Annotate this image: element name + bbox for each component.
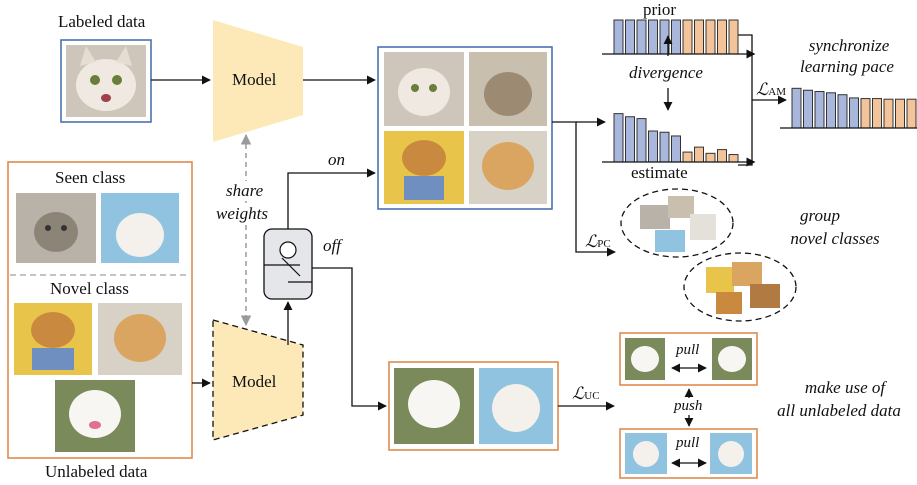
synchronized-bar (860, 98, 871, 129)
model-bottom-label: Model (232, 372, 277, 391)
connectors (151, 34, 787, 411)
estimate-bar (728, 154, 739, 163)
grid-cat-2-photo (469, 52, 547, 126)
prior-bar (625, 19, 635, 55)
unlabeled-data-label: Unlabeled data (45, 462, 148, 481)
labeled-data-box (60, 39, 152, 123)
synchronized-bar (849, 97, 859, 129)
estimate-bar (717, 149, 727, 163)
prior-bar (694, 19, 704, 55)
novel-dog-2-photo (98, 303, 182, 375)
synchronized-bar (803, 89, 813, 129)
grid-dog-1-photo (384, 131, 464, 204)
group-label: group (800, 206, 840, 225)
estimate-bar (659, 131, 670, 163)
seen-class-label: Seen class (55, 168, 126, 187)
loss-uc-label: ℒUC (572, 384, 600, 403)
prior-bar (648, 19, 658, 55)
estimate-bar (705, 152, 716, 163)
estimate-bar (671, 135, 681, 163)
push-label: push (674, 398, 703, 415)
cluster-cats (620, 188, 734, 258)
synchronized-bar (791, 87, 802, 129)
estimate-bar (648, 130, 658, 163)
make-use-of-label: make use of (804, 378, 886, 397)
prior-bar (717, 19, 727, 55)
model-bottom-icon (212, 319, 304, 441)
synchronized-bar (895, 98, 905, 129)
off-label: off (323, 236, 341, 255)
novel-classes-label: novel classes (790, 229, 880, 248)
cat-photo-icon (66, 45, 146, 117)
on-label: on (328, 150, 345, 169)
pull-top-label: pull (676, 342, 700, 358)
cluster-dogs (683, 252, 797, 322)
seen-cat-2-photo (101, 193, 179, 263)
unlabeled-data-box (7, 161, 193, 459)
prior-bar (613, 19, 624, 55)
prior-bar (682, 19, 693, 55)
novel-class-label: Novel class (50, 279, 129, 298)
synchronized-bar (872, 98, 882, 129)
switch-icon (263, 228, 313, 300)
prior-bar (636, 19, 647, 55)
labeled-data-label: Labeled data (58, 12, 146, 31)
synchronized-bar (906, 98, 917, 129)
grid-dog-2-photo (469, 131, 547, 204)
all-unlabeled-data-label: all unlabeled data (777, 401, 901, 420)
prior-bar (728, 19, 739, 55)
pull-pair-top-box (619, 332, 758, 386)
novel-dog-3-photo (55, 380, 135, 452)
prior-bar-chart (602, 19, 756, 59)
unlabeled-pair-box (388, 361, 559, 451)
estimate-bar (694, 146, 704, 163)
synchronized-bar (837, 94, 848, 129)
pull-bottom-label: pull (676, 435, 700, 451)
synchronized-bar (826, 92, 836, 129)
prior-bar (705, 19, 716, 55)
grid-cat-1-photo (384, 52, 464, 126)
model-top-label: Model (232, 70, 277, 89)
synchronized-bar (814, 91, 825, 129)
prior-label: prior (643, 0, 677, 19)
learning-pace-label: learning pace (800, 57, 894, 76)
loss-pc-label: ℒPC (585, 232, 611, 251)
estimate-bar (636, 118, 647, 163)
prior-bar (671, 19, 681, 55)
divergence-label: divergence (629, 63, 703, 82)
estimate-bar-chart (602, 113, 756, 167)
estimate-bar (625, 116, 635, 163)
loss-am-label: ℒAM (756, 80, 786, 99)
model-top-icon (213, 20, 303, 142)
pair-dog-photo (394, 368, 474, 444)
estimate-bar (613, 113, 624, 163)
weights-label: weights (216, 204, 268, 224)
pull-pair-bottom-box (619, 428, 758, 479)
pair-cat-photo (479, 368, 553, 444)
novel-dog-1-photo (14, 303, 92, 375)
prediction-grid-box (377, 46, 553, 210)
share-label: share (226, 181, 264, 201)
synchronized-bar (883, 98, 894, 129)
estimate-label: estimate (631, 163, 688, 182)
seen-cat-1-photo (16, 193, 96, 263)
synchronize-label: synchronize (808, 36, 890, 55)
synchronized-bar-chart (780, 87, 917, 129)
estimate-bar (682, 151, 693, 163)
